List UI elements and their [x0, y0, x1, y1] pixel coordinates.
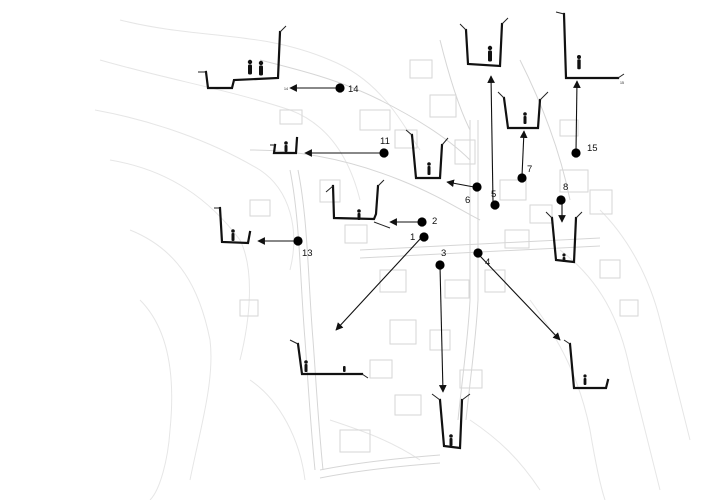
section-14: 14 [198, 25, 288, 91]
sections: 14 [198, 11, 625, 450]
section-15: 15 [555, 11, 625, 85]
person-figure [583, 374, 587, 385]
person-figure [231, 229, 235, 241]
point-8[interactable]: 8 [556, 182, 568, 205]
section-8 [545, 211, 583, 264]
point-label-15: 15 [587, 143, 598, 154]
arrow-1 [335, 237, 422, 331]
section-4 [563, 339, 610, 390]
point-1[interactable]: 1 [410, 232, 429, 243]
arrows [257, 75, 581, 393]
point-label-8: 8 [563, 182, 568, 193]
point-5[interactable]: 5 [490, 189, 500, 210]
section-11 [270, 136, 299, 155]
point-3[interactable]: 3 [435, 248, 446, 270]
section-5 [459, 17, 509, 68]
point-13[interactable]: 13 [293, 236, 313, 259]
section-6 [405, 129, 449, 180]
point-label-4: 4 [485, 257, 490, 268]
point-label-1: 1 [410, 232, 415, 243]
person-figure [427, 162, 431, 175]
arrow-6 [446, 179, 475, 188]
arrow-3 [438, 265, 447, 393]
point-label-5: 5 [491, 189, 496, 200]
point-label-13: 13 [302, 248, 313, 259]
section-3 [431, 393, 471, 450]
point-14[interactable]: 14 [335, 83, 359, 95]
person-figure [523, 112, 527, 124]
point-4[interactable]: 4 [473, 248, 490, 268]
person-figure [577, 55, 581, 70]
point-label-6: 6 [465, 195, 470, 206]
point-2[interactable]: 2 [417, 216, 437, 227]
arrow-7 [519, 130, 528, 177]
point-label-2: 2 [432, 216, 437, 227]
section-2 [325, 179, 391, 229]
person-figure [304, 360, 346, 372]
arrow-4 [479, 255, 561, 341]
person-figure [284, 141, 288, 152]
point-6[interactable]: 6 [465, 182, 482, 206]
person-figure [487, 45, 493, 62]
person-figure [247, 59, 264, 76]
point-label-7: 7 [527, 164, 532, 175]
point-15[interactable]: 15 [571, 143, 598, 158]
person-figure [357, 209, 361, 220]
arrow-5 [487, 75, 495, 203]
point-label-14: 14 [348, 84, 359, 95]
background-map [94, 19, 691, 500]
section-13 [214, 206, 252, 245]
section-1 [289, 339, 369, 379]
section-tag-15: 15 [620, 81, 624, 85]
point-7[interactable]: 7 [517, 164, 532, 183]
observation-points: 14 11 2 1 13 3 4 5 [293, 83, 598, 270]
point-11[interactable]: 11 [379, 136, 390, 158]
person-figure [449, 434, 453, 446]
section-tag-14: 14 [284, 87, 288, 91]
arrow-15 [573, 80, 581, 152]
person-figure [562, 253, 566, 262]
point-label-11: 11 [380, 136, 390, 147]
point-label-3: 3 [441, 248, 446, 259]
section-7 [497, 91, 549, 130]
